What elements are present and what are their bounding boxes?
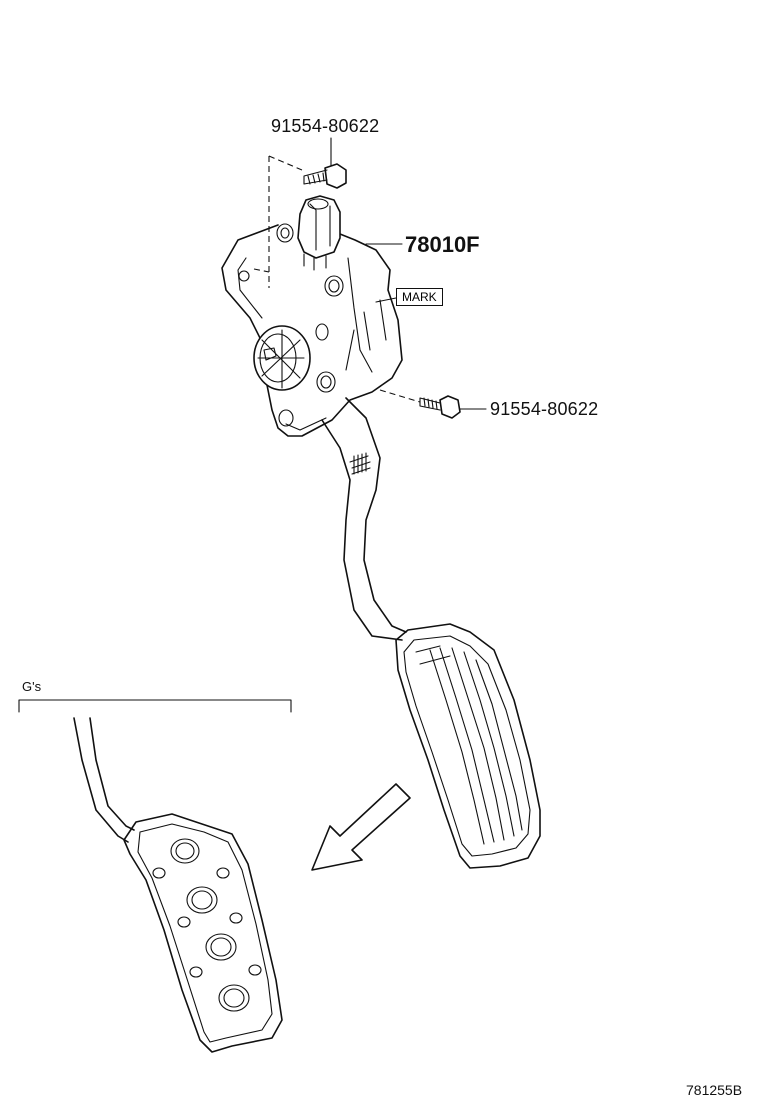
leader-mark bbox=[375, 297, 397, 303]
variant-label: G's bbox=[22, 679, 42, 694]
pedal-arm bbox=[321, 397, 407, 641]
pedal-pad bbox=[395, 623, 541, 869]
leader-dashed-top bbox=[253, 155, 303, 288]
variant-pedal bbox=[73, 717, 283, 1053]
bolt-right-part-number[interactable]: 91554-80622 bbox=[490, 399, 599, 419]
pedal-housing bbox=[221, 195, 403, 437]
bolt-top-icon bbox=[303, 137, 347, 189]
bolt-right-icon bbox=[379, 389, 487, 419]
mark-label: MARK bbox=[396, 288, 443, 306]
sensor-assembly-part-number[interactable]: 78010F bbox=[405, 232, 480, 257]
bolt-top-part-number[interactable]: 91554-80622 bbox=[271, 116, 380, 136]
direction-arrow-icon bbox=[311, 783, 411, 871]
figure-reference: 781255B bbox=[686, 1082, 743, 1098]
variant-bracket bbox=[18, 699, 292, 713]
